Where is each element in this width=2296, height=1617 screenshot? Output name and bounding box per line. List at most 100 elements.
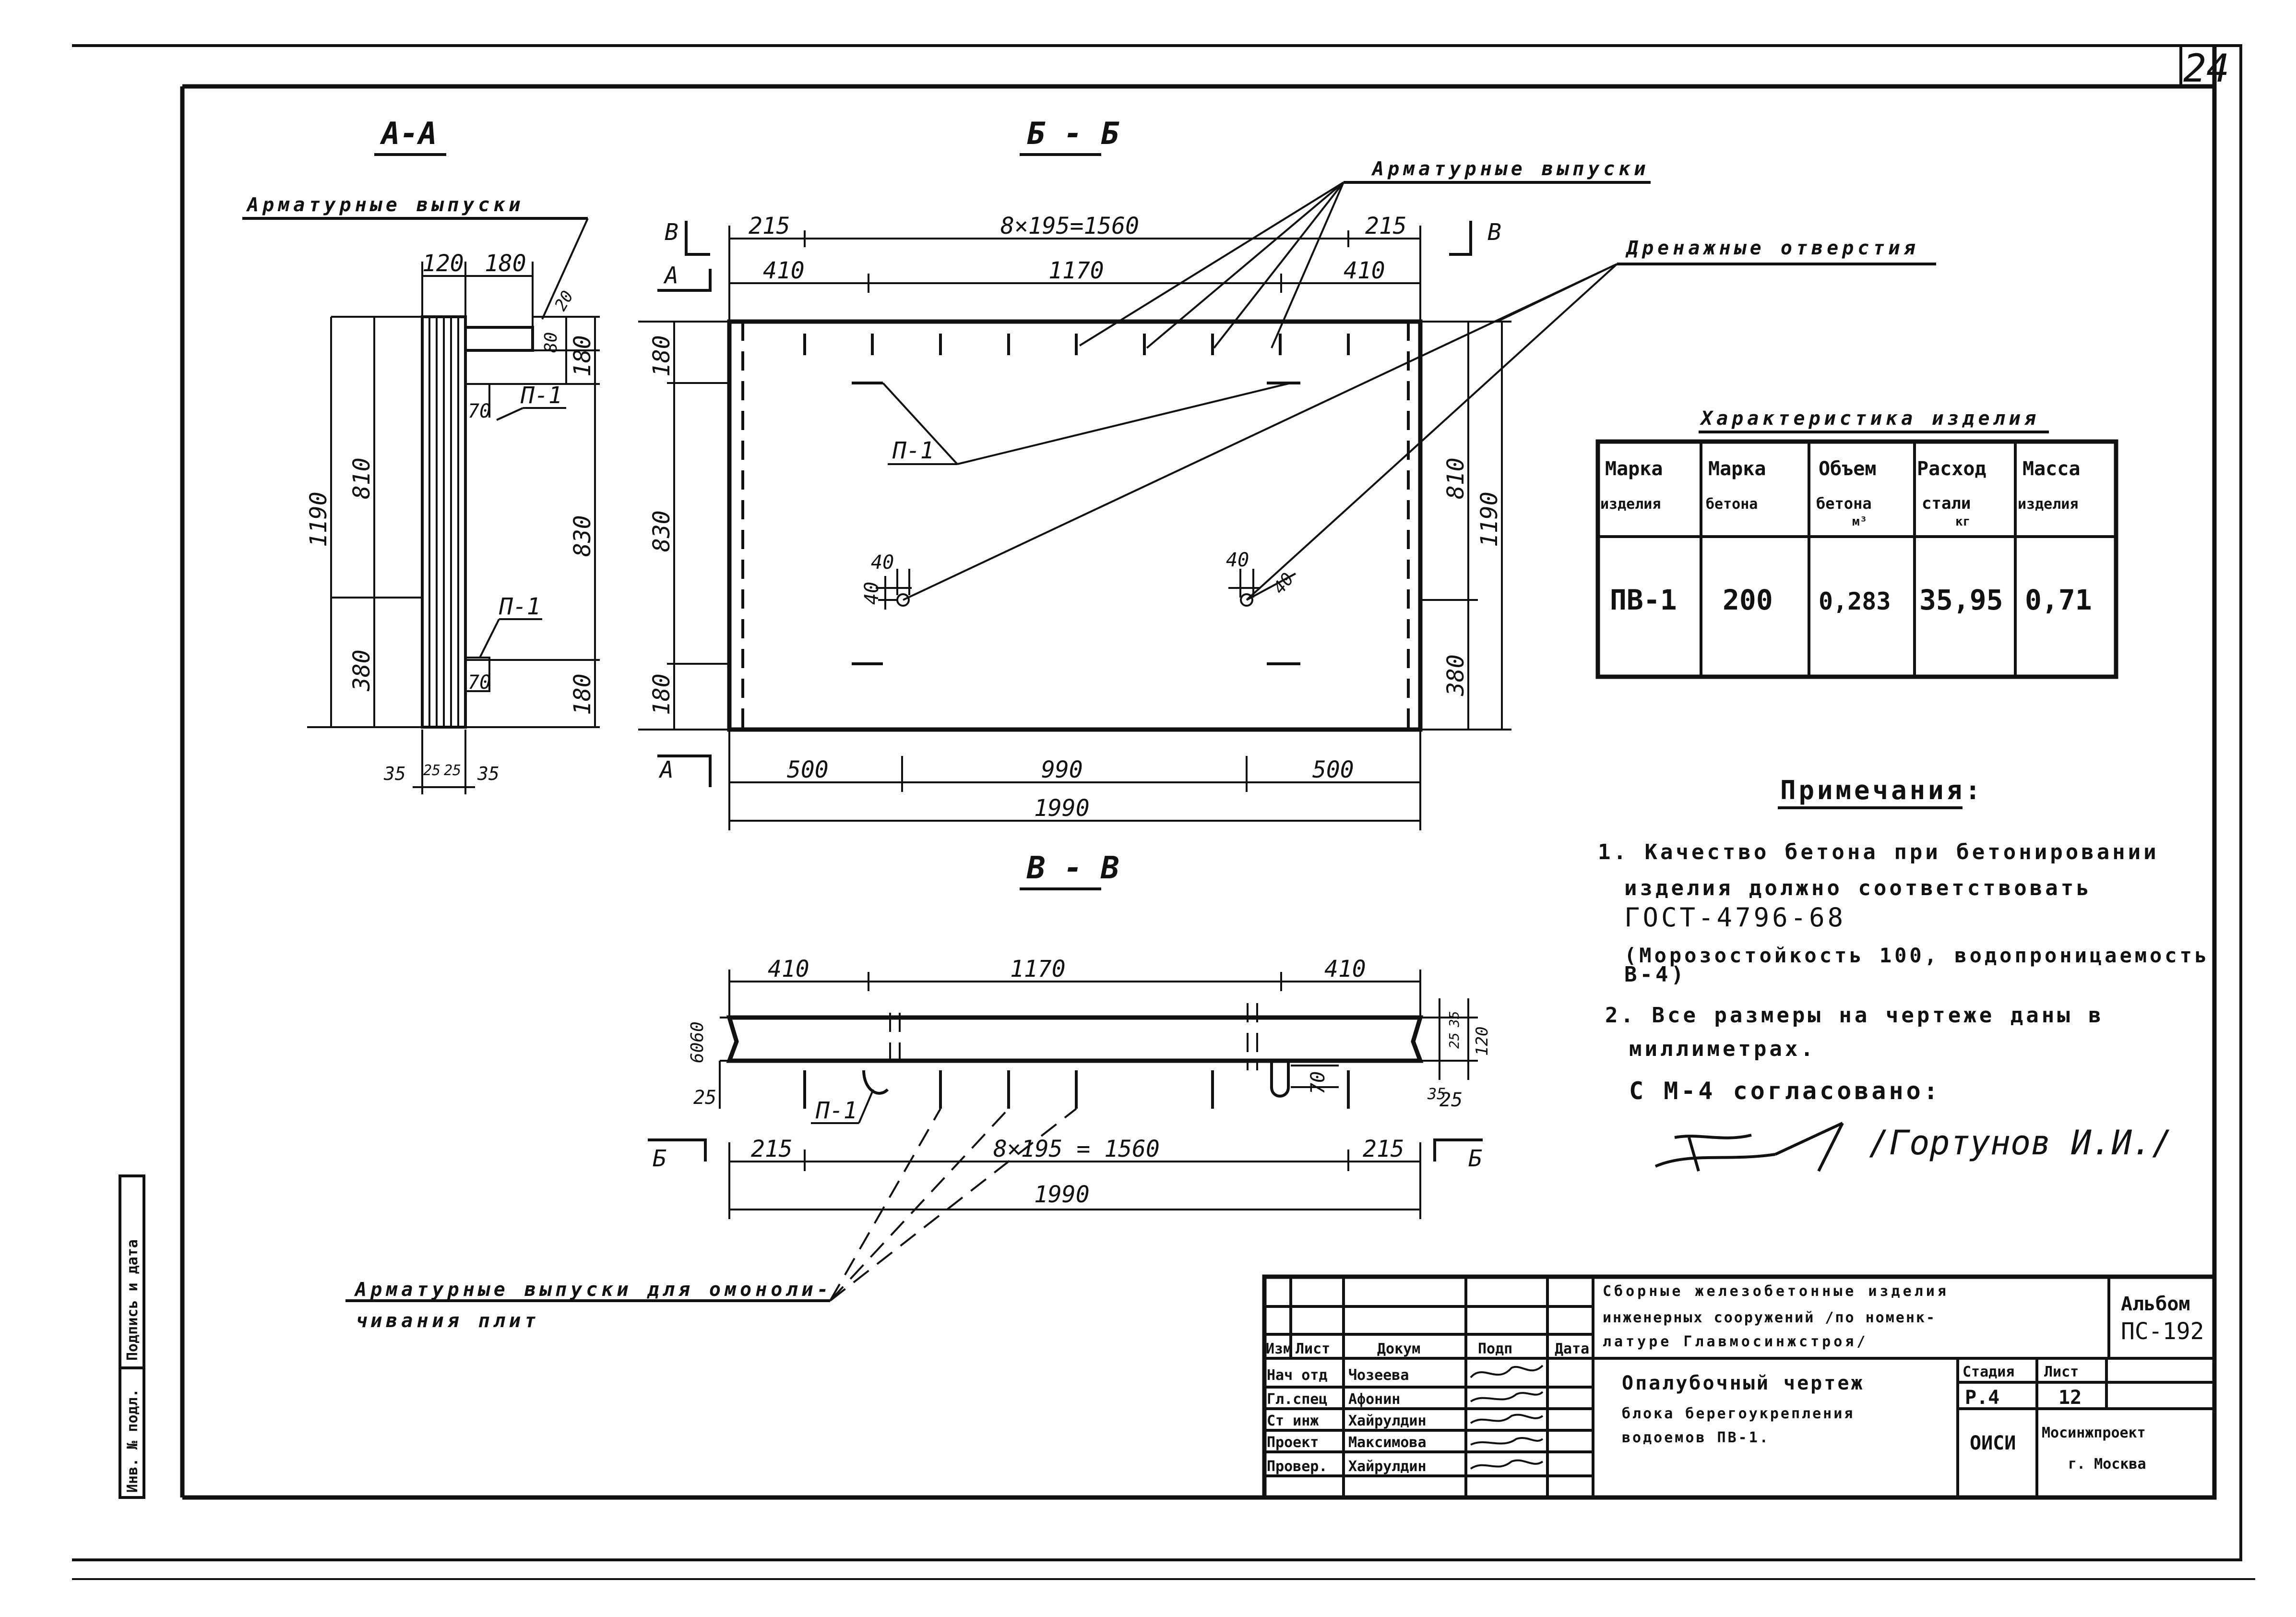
- bb-dim-40b: 40: [861, 582, 883, 605]
- signer-name: /Гортунов И.И./: [1869, 1123, 2172, 1162]
- bb-dim-380: 380: [1442, 654, 1469, 696]
- vv-dim-215a: 215: [751, 1136, 793, 1162]
- stamp-drawing-1: Опалубочный чертеж: [1622, 1372, 1864, 1394]
- stamp-col-podp: Подп: [1478, 1341, 1512, 1357]
- armatura-bb-callout: Арматурные выпуски: [1079, 158, 1651, 349]
- vv-dim-70: 70: [1307, 1071, 1329, 1094]
- vv-dim-8x195: 8×195 = 1560: [993, 1136, 1160, 1162]
- char-h4-a: Расход: [1917, 458, 1987, 480]
- armatura-bb-label: Арматурные выпуски: [1371, 158, 1649, 180]
- bb-dim-8x195: 8×195=1560: [1000, 213, 1139, 240]
- bb-mark-v-left: В: [665, 219, 678, 246]
- section-bb-title: Б - Б: [1027, 116, 1119, 152]
- stamp-org-1: Мосинжпроект: [2042, 1425, 2146, 1441]
- char-h3-b: бетона: [1816, 494, 1872, 513]
- bb-dim-990: 990: [1041, 756, 1083, 783]
- armatura-bottom-line2: чивания плит: [355, 1310, 540, 1332]
- bb-mark-a-left-bottom: А: [658, 756, 674, 783]
- char-h3-c: м³: [1852, 515, 1867, 529]
- stamp-album-label: Альбом: [2121, 1293, 2190, 1315]
- char-v4: 35,95: [1919, 584, 2003, 616]
- vv-dim-215b: 215: [1363, 1136, 1404, 1162]
- aa-dim-1190: 1190: [305, 491, 332, 547]
- stamp-sheet-value: 12: [2058, 1387, 2082, 1409]
- vv-dim-6060: 6060: [688, 1021, 707, 1063]
- vv-mark-b-right: Б: [1468, 1145, 1482, 1172]
- armatura-aa-label: Арматурные выпуски: [246, 194, 524, 216]
- signature-mark: [1654, 1122, 1844, 1172]
- bb-dim-830: 830: [648, 510, 675, 552]
- page-number: 24: [2183, 46, 2229, 91]
- note1-line3: ГОСТ-4796-68: [1624, 902, 1846, 933]
- stamp-stage-label: Стадия: [1963, 1364, 2014, 1380]
- aa-dim-70a: 70: [468, 400, 491, 422]
- aa-dim-180b: 180: [569, 673, 596, 715]
- stamp-col-dokum: Докум: [1377, 1341, 1420, 1357]
- stamp-col-data: Дата: [1555, 1341, 1589, 1357]
- stamp-role-1: Нач отд: [1267, 1367, 1327, 1384]
- vv-mark-b-left: Б: [653, 1145, 666, 1172]
- char-h2-a: Марка: [1708, 458, 1766, 480]
- vv-dim-25a: 25: [693, 1087, 716, 1109]
- aa-dim-810: 810: [348, 457, 375, 499]
- vv-dim-25b: 25: [1446, 1032, 1462, 1049]
- stamp-org-2: г. Москва: [2068, 1456, 2146, 1473]
- aa-dim-70b: 70: [468, 671, 491, 694]
- aa-dim-25b: 25: [444, 762, 461, 779]
- bb-dim-215b: 215: [1365, 213, 1407, 240]
- stamp-role-4: Проект: [1267, 1434, 1319, 1451]
- stamp-role-5: Провер.: [1267, 1458, 1327, 1475]
- vv-dim-120: 120: [1473, 1027, 1492, 1056]
- stamp-col-list: Лист: [1296, 1341, 1330, 1357]
- char-h1-b: изделия: [1600, 496, 1661, 513]
- stamp-role-2: Гл.спец: [1267, 1391, 1327, 1408]
- section-vv: В - В П-1 70 410 1170 410: [648, 850, 1492, 1219]
- sheet-frame: [72, 44, 2255, 1580]
- bb-p1-label: П-1: [892, 437, 934, 464]
- aa-p1-top: П-1: [520, 382, 562, 409]
- aa-dim-25a: 25: [423, 762, 440, 779]
- char-h1-a: Марка: [1605, 458, 1663, 480]
- aa-dim-80: 80: [541, 332, 561, 353]
- section-aa: А-А Арматурные выпуски 1190 810 380: [242, 116, 600, 794]
- bb-slab: [727, 319, 1423, 732]
- vv-p1-label: П-1: [815, 1097, 857, 1124]
- stamp-name-4: Максимова: [1348, 1434, 1427, 1451]
- bb-dim-410a: 410: [763, 257, 805, 284]
- note2-line2: миллиметрах.: [1629, 1037, 1816, 1061]
- vv-dim-35a: 35: [1446, 1011, 1462, 1028]
- char-h5-a: Масса: [2022, 458, 2080, 480]
- note1-line1: 1. Качество бетона при бетонировании: [1598, 840, 2159, 864]
- aa-dim-380: 380: [348, 649, 375, 692]
- char-h3-a: Объем: [1819, 458, 1876, 480]
- margin-stamp-sign: Подпись и дата: [124, 1239, 141, 1361]
- drainage-hole-right: [1240, 593, 1253, 607]
- stamp-sheet-label: Лист: [2044, 1364, 2079, 1380]
- stamp-stage-value: Р.4: [1965, 1387, 1999, 1409]
- characteristics-table: Характеристика изделия Марка изделия Мар…: [1595, 407, 2118, 679]
- bb-dim-1170: 1170: [1048, 257, 1104, 284]
- bb-dim-215a: 215: [749, 213, 790, 240]
- aa-dim-120: 120: [422, 250, 464, 277]
- vv-dim-35b: 35: [1427, 1085, 1446, 1103]
- notes: Примечания: 1. Качество бетона при бетон…: [1598, 775, 2207, 1172]
- bb-rebar-ticks: [803, 334, 1350, 355]
- aa-p1-bottom: П-1: [499, 593, 541, 620]
- vv-rebar-ticks: [803, 1070, 1350, 1109]
- stamp-project-2: инженерных сооружений /по номенк-: [1603, 1309, 1936, 1326]
- margin-stamp: Инв. № подл. Подпись и дата: [119, 1174, 145, 1499]
- vv-dim-1990: 1990: [1034, 1181, 1090, 1208]
- title-block: Изм Лист Докум Подп Дата Нач отд Чозеева…: [1262, 1274, 2217, 1500]
- bb-dim-40c: 40: [1226, 549, 1249, 571]
- drainage-label: Дренажные отверстия: [1625, 237, 1919, 259]
- aa-dim-180a: 180: [569, 335, 596, 377]
- stamp-dept: ОИСИ: [1970, 1432, 2016, 1454]
- stamp-role-3: Ст инж: [1267, 1413, 1319, 1429]
- notes-title: Примечания:: [1780, 775, 1984, 805]
- stamp-signatures: [1470, 1365, 1544, 1470]
- bb-dim-810: 810: [1442, 457, 1469, 499]
- bb-dim-410b: 410: [1344, 257, 1385, 284]
- vv-dim-1170: 1170: [1010, 956, 1066, 982]
- stamp-project-1: Сборные железобетонные изделия: [1603, 1283, 1949, 1300]
- vv-slab: [726, 1015, 1424, 1063]
